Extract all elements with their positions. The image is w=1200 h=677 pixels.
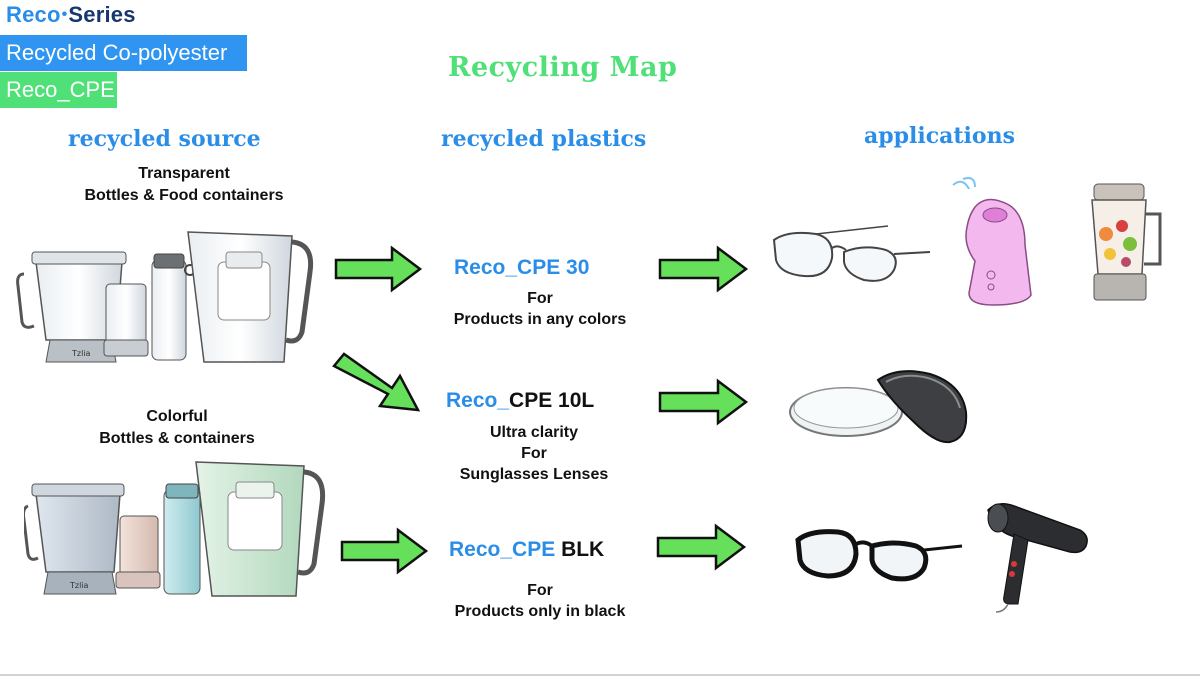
blender-icon bbox=[1091, 183, 1162, 301]
product-desc-line: For bbox=[527, 290, 553, 307]
product-desc-line: Products in any colors bbox=[453, 311, 627, 328]
product-desc-line: Sunglasses Lenses bbox=[459, 466, 609, 483]
brand-series: Series bbox=[68, 2, 136, 27]
product-prefix: Reco_ bbox=[454, 256, 518, 279]
transparent-containers-image: Tzlia bbox=[16, 231, 314, 363]
column-heading-plastics: recycled plastics bbox=[441, 126, 647, 152]
source-label-colorful: Colorful Bottles & containers bbox=[47, 406, 307, 450]
product-prefix: Reco_ bbox=[449, 538, 513, 561]
arrow-cpe30-to-apps bbox=[658, 245, 749, 293]
facial-steamer-icon bbox=[952, 177, 1032, 306]
grinder-cup-icon bbox=[115, 515, 161, 589]
product-suffix: CPE 30 bbox=[517, 256, 590, 279]
arrow-source-to-cpe30 bbox=[334, 245, 423, 293]
source-label-transparent: Transparent Bottles & Food containers bbox=[54, 163, 314, 207]
product-name-cpe30: Reco_CPE 30 bbox=[454, 256, 589, 280]
brand-logo: Reco•Series bbox=[6, 2, 136, 28]
arrow-source-to-cpe10l bbox=[332, 352, 421, 412]
source-label-line: Transparent bbox=[138, 165, 230, 182]
tag-recycled-copolyester: Recycled Co-polyester bbox=[0, 35, 247, 71]
product-desc-line: Products only in black bbox=[454, 603, 626, 620]
product-suffix-black: BLK bbox=[561, 538, 605, 561]
water-bottle-icon bbox=[151, 253, 196, 361]
source-label-line: Bottles & Food containers bbox=[84, 187, 284, 204]
column-heading-applications: applications bbox=[864, 123, 1015, 149]
product-desc-line: Ultra clarity bbox=[489, 424, 579, 441]
bottom-divider bbox=[0, 674, 1200, 676]
page-title: Recycling Map bbox=[448, 52, 678, 83]
source-label-line: Bottles & containers bbox=[99, 430, 255, 447]
product-name-cpeblk: Reco_CPE BLK bbox=[449, 538, 604, 562]
column-heading-source: recycled source bbox=[68, 126, 261, 152]
svg-text:Tzlia: Tzlia bbox=[69, 581, 89, 590]
product-desc-line: For bbox=[527, 582, 553, 599]
product-prefix: Reco_ bbox=[446, 389, 510, 412]
product-suffix: CPE 10L bbox=[509, 389, 595, 412]
filter-pitcher-icon bbox=[195, 461, 326, 597]
tag-reco-cpe: Reco_CPE bbox=[0, 72, 117, 108]
filter-pitcher-icon bbox=[187, 231, 314, 363]
hair-dryer-icon bbox=[987, 503, 1088, 613]
grinder-cup-icon bbox=[103, 283, 149, 357]
arrow-cpe10l-to-apps bbox=[658, 378, 749, 426]
product-name-cpe10l: Reco_CPE 10L bbox=[446, 389, 594, 413]
source-label-line: Colorful bbox=[146, 408, 208, 425]
eyeglasses-icon bbox=[772, 225, 931, 282]
product-desc-cpe10l: Ultra clarity For Sunglasses Lenses bbox=[424, 422, 644, 485]
product-desc-cpe30: For Products in any colors bbox=[430, 288, 650, 330]
colorful-containers-image: Tzlia bbox=[24, 461, 326, 597]
product-desc-cpeblk: For Products only in black bbox=[430, 580, 650, 622]
black-eyeglasses-icon bbox=[795, 529, 963, 582]
svg-text:Tzlia: Tzlia bbox=[71, 349, 91, 358]
product-desc-line: For bbox=[521, 445, 547, 462]
arrow-source-to-cpeblk bbox=[340, 527, 429, 575]
brand-reco: Reco bbox=[6, 2, 61, 27]
blender-jar-icon: Tzlia bbox=[24, 483, 125, 595]
lens-case-icon bbox=[789, 370, 968, 444]
brand-dot: • bbox=[61, 6, 68, 23]
product-suffix: CPE bbox=[512, 538, 556, 561]
arrow-cpeblk-to-apps bbox=[656, 523, 747, 571]
